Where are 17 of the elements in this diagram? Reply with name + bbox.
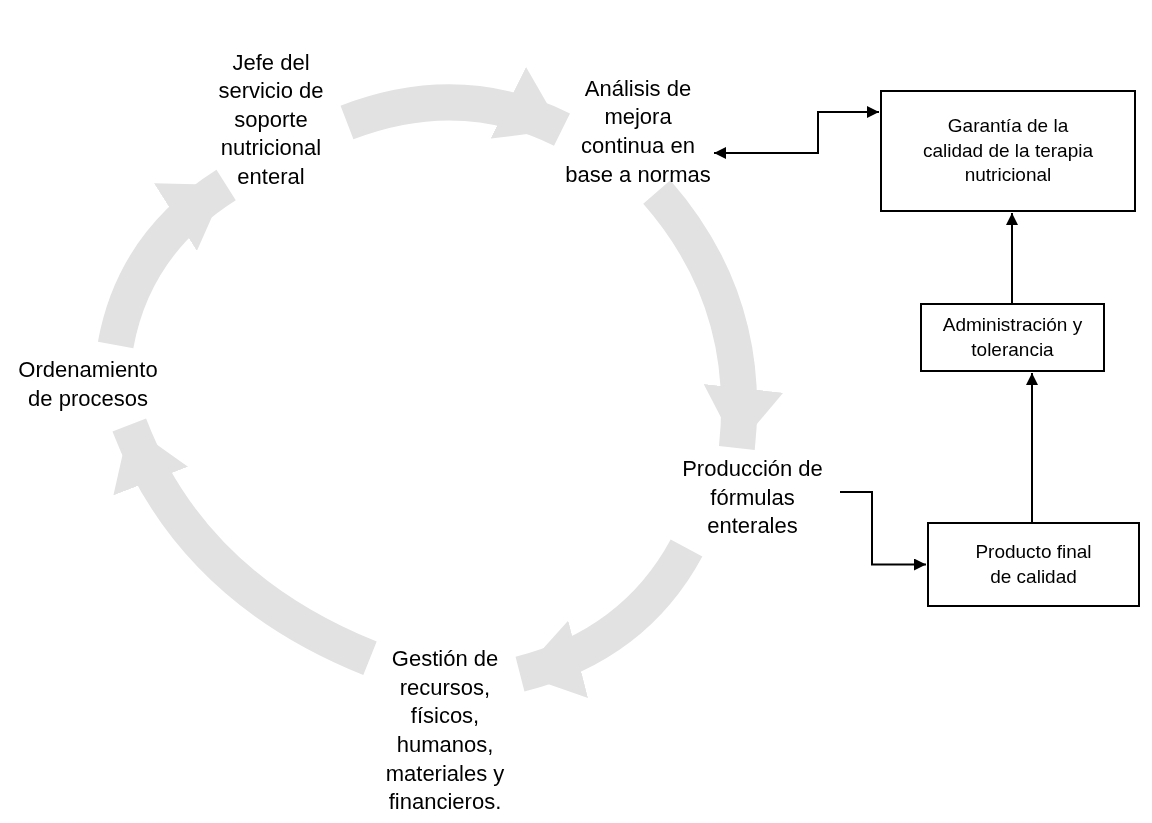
process-box: Producto final de calidad	[927, 522, 1140, 607]
cycle-step-label: Producción de fórmulas enterales	[665, 448, 840, 548]
curved-arrow	[341, 68, 570, 146]
curved-arrow	[98, 170, 237, 349]
arrow	[1026, 372, 1038, 523]
cycle-step-label: Jefe del servicio de soporte nutricional enteral	[195, 55, 347, 185]
arrow	[839, 491, 927, 571]
curved-arrow	[515, 538, 703, 697]
cycle-step-label: Ordenamiento de procesos	[8, 345, 168, 425]
curved-arrow	[642, 180, 782, 450]
cycle-step-label: Gestión de recursos, físicos, humanos, materiales y financieros.	[370, 640, 520, 822]
arrow	[1006, 212, 1018, 304]
cycle-step-label: Análisis de mejora continua en base a normas	[562, 72, 714, 192]
process-box: Administración y tolerancia	[920, 303, 1105, 372]
arrow	[713, 106, 880, 159]
curved-arrow	[112, 417, 378, 675]
process-box: Garantía de la calidad de la terapia nutricional	[880, 90, 1136, 212]
